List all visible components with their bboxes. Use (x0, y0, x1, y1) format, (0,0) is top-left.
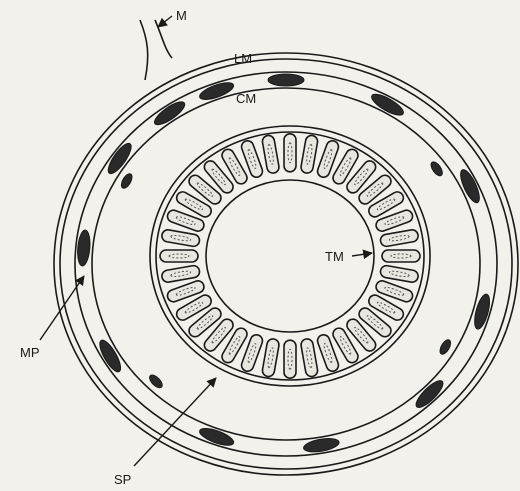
villus (161, 265, 201, 283)
villus (261, 338, 279, 378)
label-m: M (176, 8, 187, 23)
villus (161, 229, 201, 247)
longitudinal-muscle-layer (54, 53, 518, 475)
mucosa (150, 126, 430, 386)
submucosal-ganglion (429, 160, 445, 178)
villus (284, 134, 296, 172)
villus (380, 229, 420, 247)
myenteric-ganglion (472, 293, 493, 331)
villi-group (160, 134, 420, 378)
submucosal-ganglion (438, 338, 453, 356)
villus (300, 135, 318, 175)
villus (382, 250, 420, 262)
submucosal-ganglion (147, 373, 164, 390)
label-sp: SP (114, 472, 131, 487)
label-mp: MP (20, 345, 40, 360)
villus (300, 338, 318, 378)
villus (160, 250, 198, 262)
villus (380, 265, 420, 283)
label-tm: TM (325, 249, 344, 264)
arrow-m (158, 16, 172, 27)
myenteric-ganglion (76, 230, 91, 267)
villus (284, 340, 296, 378)
villus (261, 135, 279, 175)
arrow-sp (134, 378, 216, 466)
arrow-tm (352, 253, 372, 256)
label-lm: LM (234, 51, 252, 66)
mesentery (140, 20, 172, 80)
submucosal-ganglion (119, 172, 134, 190)
myenteric-ganglion (268, 74, 304, 86)
label-cm: CM (236, 91, 256, 106)
